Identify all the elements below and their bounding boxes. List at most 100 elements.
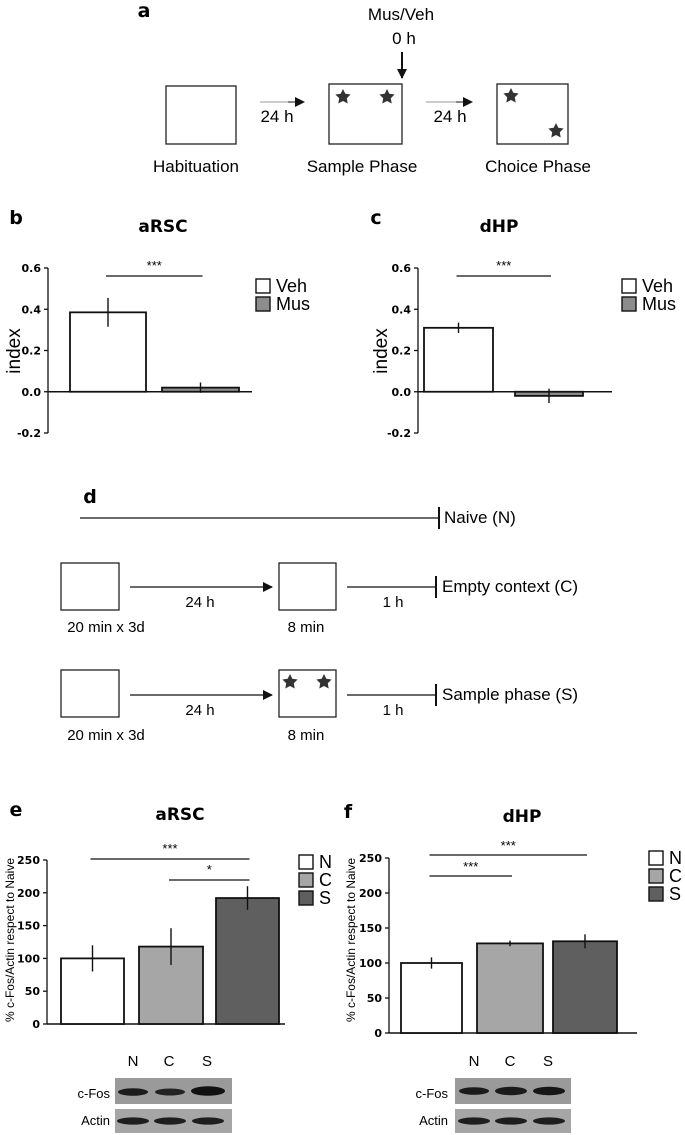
blot-band	[459, 1087, 489, 1095]
legend-label: Mus	[642, 294, 676, 314]
legend-swatch-s	[298, 890, 314, 906]
panel-label-e: e	[10, 799, 23, 821]
sample-phase-box	[328, 83, 403, 145]
delay-label-1: 24 h	[260, 107, 293, 126]
blot-band	[458, 1117, 490, 1125]
post-delay-label: 1 h	[383, 702, 404, 719]
y-tick-label: 0.2	[392, 345, 412, 358]
blot-band	[191, 1086, 225, 1096]
y-tick-label: 0.6	[22, 262, 42, 275]
row-label-naive: Naive (N)	[444, 508, 516, 527]
y-tick-label: 0	[374, 1027, 382, 1040]
legend-label: S	[319, 888, 331, 908]
panel-d: d Naive (N) 20 min x 3d 24 h 8 min 1 h E…	[60, 486, 578, 744]
delay-label-2: 24 h	[433, 107, 466, 126]
first-session-label: 20 min x 3d	[67, 619, 145, 636]
bar-veh	[423, 326, 494, 393]
y-tick-label: 200	[359, 887, 382, 900]
y-tick-label: 0	[32, 1018, 40, 1031]
legend-label: N	[319, 852, 332, 872]
legend-swatch-veh	[255, 278, 271, 294]
significance-label: ***	[501, 838, 516, 853]
habituation-box	[60, 669, 120, 718]
panel-label-a: a	[138, 0, 151, 22]
blot-band	[118, 1088, 148, 1096]
blot-band	[495, 1117, 527, 1125]
y-tick-label: 0.6	[392, 262, 412, 275]
row-label-empty-context: Empty context (C)	[442, 577, 578, 596]
sample-box	[278, 669, 337, 718]
phase-label-habituation: Habituation	[153, 157, 239, 176]
legend-label: C	[319, 870, 332, 890]
y-tick-label: -0.2	[17, 427, 41, 440]
y-tick-label: 150	[359, 922, 382, 935]
bar-n	[400, 962, 463, 1034]
blot-lane-label: C	[505, 1053, 516, 1070]
chart-title: aRSC	[138, 217, 187, 237]
y-axis-label: % c-Fos/Actin respect to Naive	[344, 858, 358, 1022]
second-session-label: 8 min	[288, 727, 325, 744]
bar-c	[476, 942, 544, 1034]
y-axis-label: % c-Fos/Actin respect to Naive	[3, 858, 17, 1022]
significance-label: ***	[162, 841, 177, 856]
habituation-box	[165, 85, 237, 145]
y-tick-label: 50	[25, 985, 41, 998]
y-tick-label: 100	[17, 952, 40, 965]
blot-lane-label: C	[164, 1053, 175, 1070]
chart-title: dHP	[503, 807, 542, 827]
blot-band	[192, 1117, 224, 1125]
y-axis-label: index	[371, 328, 392, 374]
blot-band-label: c-Fos	[416, 1086, 449, 1101]
bar-c	[138, 945, 204, 1025]
blot-band	[533, 1117, 565, 1125]
legend-label: S	[669, 884, 681, 904]
y-tick-label: 200	[17, 887, 40, 900]
panel-label-d: d	[83, 486, 97, 508]
y-tick-label: 150	[17, 920, 40, 933]
delay-label: 24 h	[185, 702, 214, 719]
blot-lane-label: N	[128, 1053, 139, 1070]
second-session-label: 8 min	[288, 619, 325, 636]
chart-title: aRSC	[155, 805, 204, 825]
western-blot-f: N C S c-Fos Actin	[416, 1053, 571, 1133]
blot-lane-label: N	[469, 1053, 480, 1070]
western-blot-e: N C S c-Fos Actin	[78, 1053, 232, 1133]
blot-band	[117, 1117, 149, 1125]
panel-label-f: f	[344, 801, 353, 823]
legend-label: Veh	[276, 276, 307, 296]
delay-label: 24 h	[185, 594, 214, 611]
phase-label-choice: Choice Phase	[485, 157, 591, 176]
post-delay-label: 1 h	[383, 594, 404, 611]
significance-label: ***	[147, 258, 162, 273]
bar-s	[552, 940, 618, 1034]
y-tick-label: 0.4	[392, 303, 412, 316]
y-tick-label: 250	[17, 854, 40, 867]
y-tick-label: 0.0	[22, 386, 42, 399]
y-tick-label: -0.2	[387, 427, 411, 440]
empty-context-box	[278, 562, 337, 611]
legend-swatch-n	[648, 850, 664, 866]
legend-swatch-s	[648, 886, 664, 902]
row-label-sample-phase: Sample phase (S)	[442, 685, 578, 704]
panel-label-b: b	[9, 207, 23, 229]
bar-s	[215, 897, 280, 1025]
phase-label-sample: Sample Phase	[307, 157, 418, 176]
panel-label-c: c	[370, 207, 381, 229]
blot-band	[495, 1086, 527, 1096]
legend-swatch-mus	[255, 296, 271, 312]
legend-swatch-veh	[621, 278, 637, 294]
legend-swatch-c	[648, 868, 664, 884]
blot-band-label: Actin	[419, 1113, 448, 1128]
significance-label: ***	[463, 859, 478, 874]
habituation-box	[60, 562, 120, 611]
blot-band	[155, 1088, 185, 1096]
significance-label: ***	[496, 258, 511, 273]
first-session-label: 20 min x 3d	[67, 727, 145, 744]
y-tick-label: 100	[359, 957, 382, 970]
panel-a: a Mus/Veh 0 h 24 h 24 h Habituation Samp…	[138, 0, 591, 176]
legend-label: C	[669, 866, 682, 886]
